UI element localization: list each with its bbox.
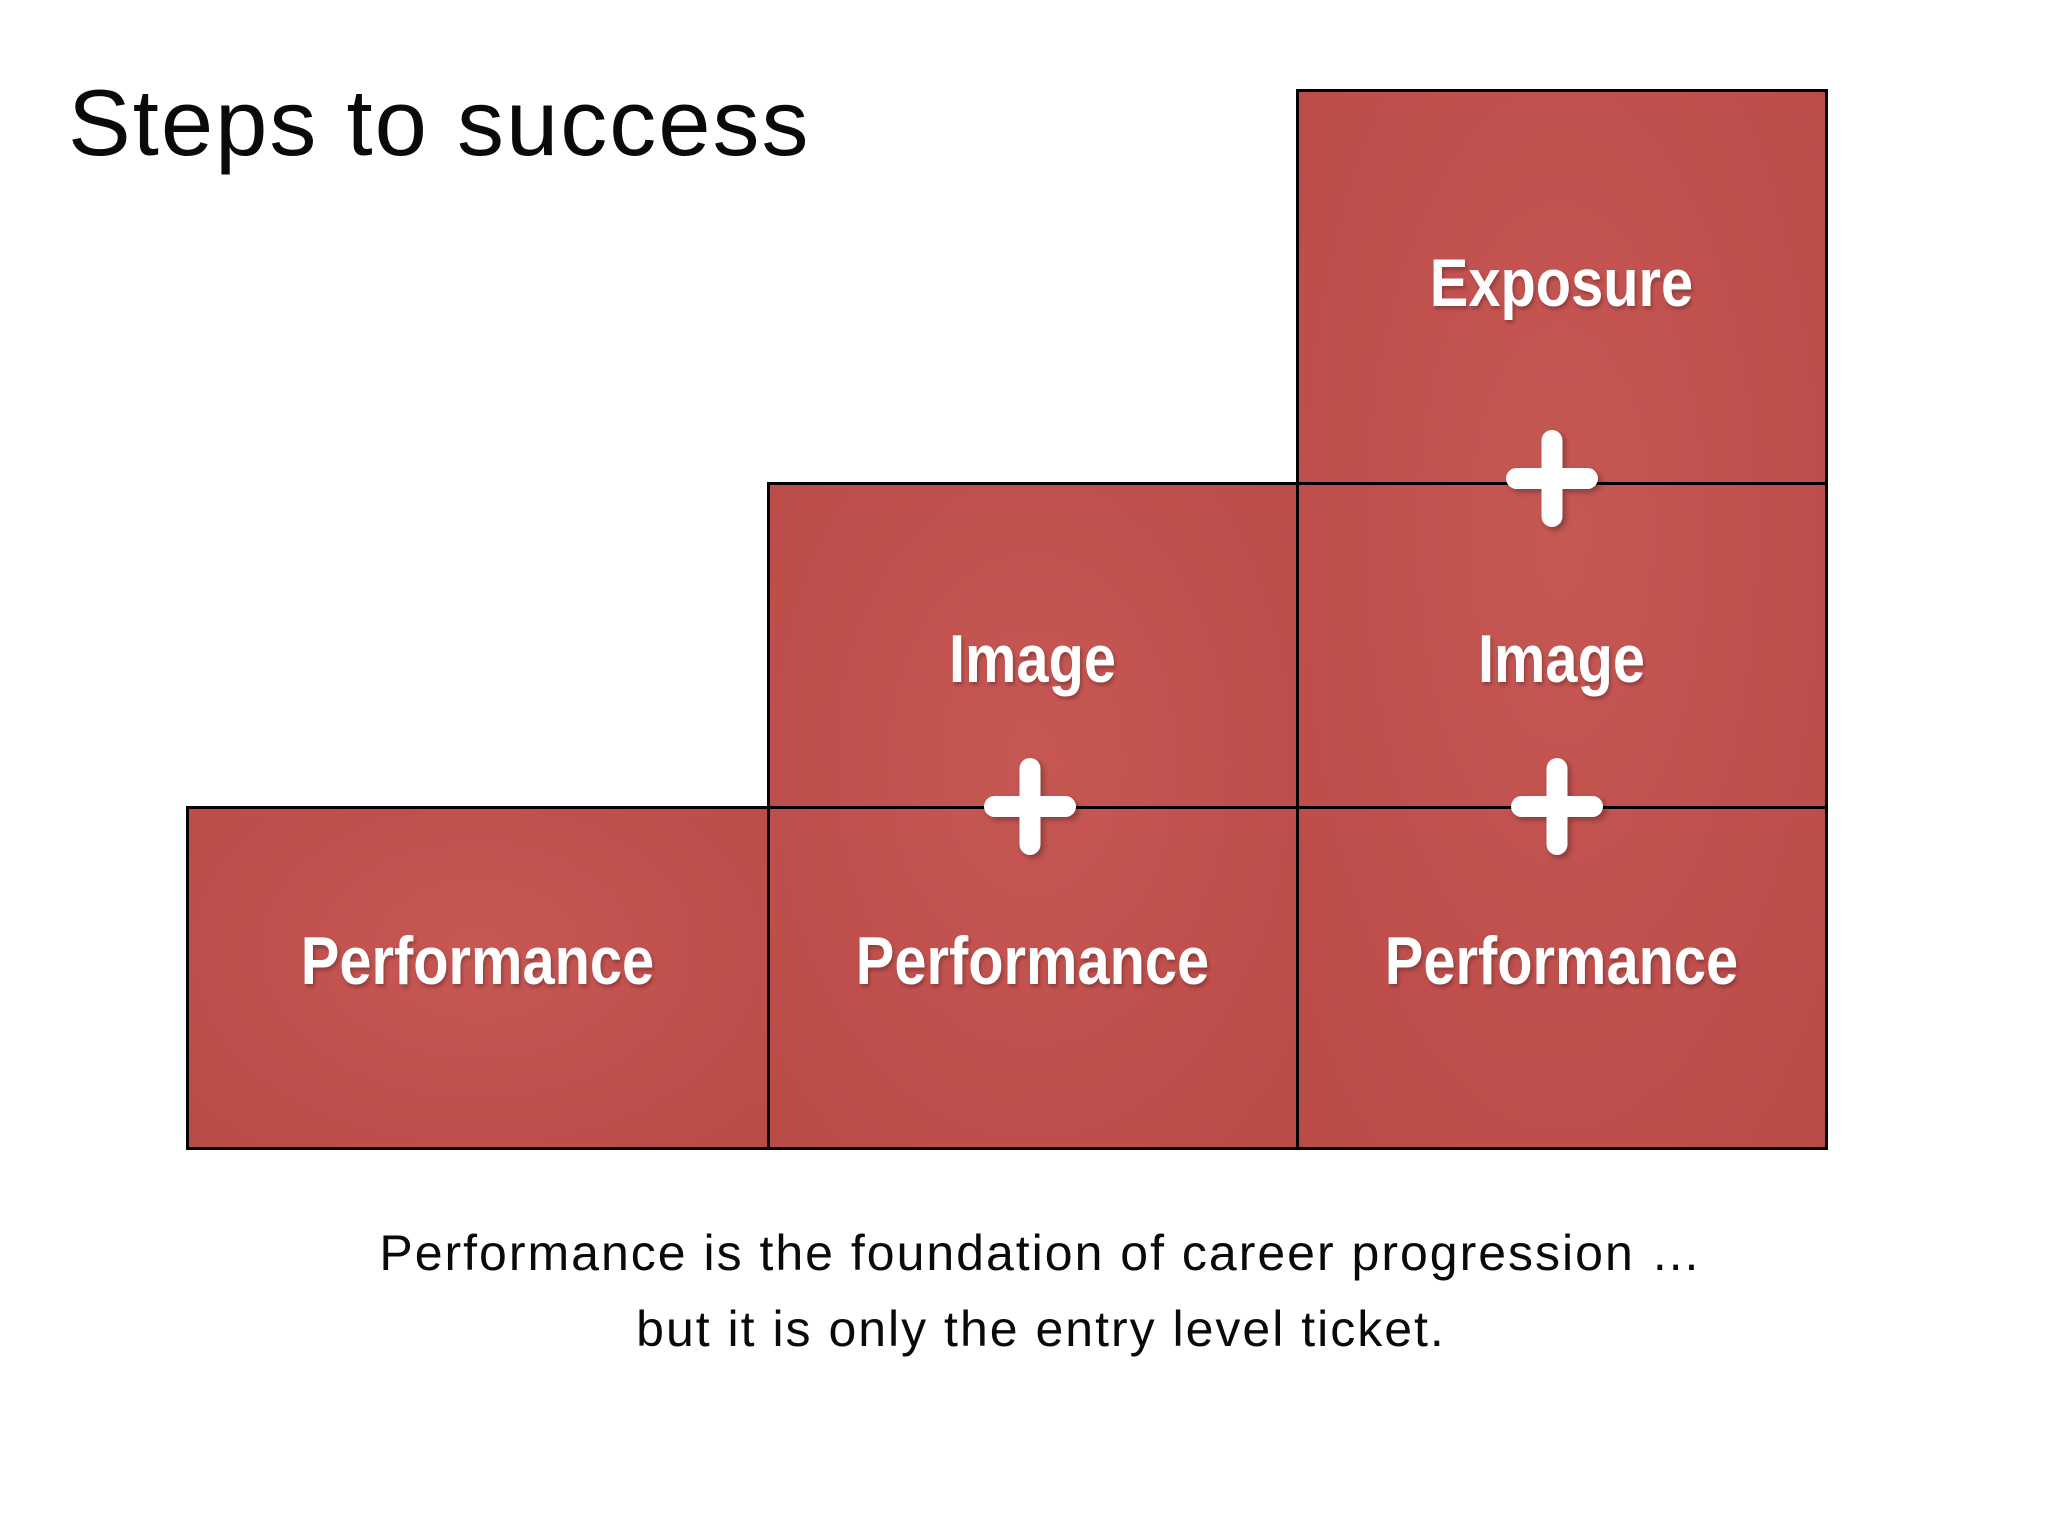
exposure-box-label: Exposure bbox=[1429, 245, 1694, 321]
performance-box-label-col1: Performance bbox=[300, 923, 655, 999]
caption-line-1: Performance is the foundation of career … bbox=[379, 1225, 1703, 1281]
grid-line-col1-col2 bbox=[766, 481, 770, 1150]
slide-title: Steps to success bbox=[68, 70, 811, 175]
grid-line-right-col3 bbox=[1824, 88, 1828, 1150]
column-1-fill bbox=[187, 807, 768, 1148]
column-3-fill bbox=[1297, 90, 1826, 1148]
caption-line-2: but it is only the entry level ticket. bbox=[636, 1301, 1446, 1357]
grid-line-bottom bbox=[185, 1146, 1828, 1150]
performance-box-label-col3: Performance bbox=[1384, 923, 1739, 999]
grid-line-image-row-top bbox=[766, 481, 1828, 485]
performance-box-label-col2: Performance bbox=[855, 923, 1210, 999]
grid-line-left-col1 bbox=[185, 805, 189, 1150]
grid-line-top-exposure bbox=[1295, 88, 1828, 92]
image-box-label-col3: Image bbox=[1477, 621, 1646, 697]
image-box-label-col2: Image bbox=[948, 621, 1117, 697]
plus-icon bbox=[984, 758, 1076, 855]
plus-icon bbox=[1511, 758, 1603, 855]
plus-icon bbox=[1506, 430, 1598, 527]
grid-line-col2-col3 bbox=[1295, 88, 1299, 1150]
caption: Performance is the foundation of career … bbox=[17, 1215, 2048, 1367]
